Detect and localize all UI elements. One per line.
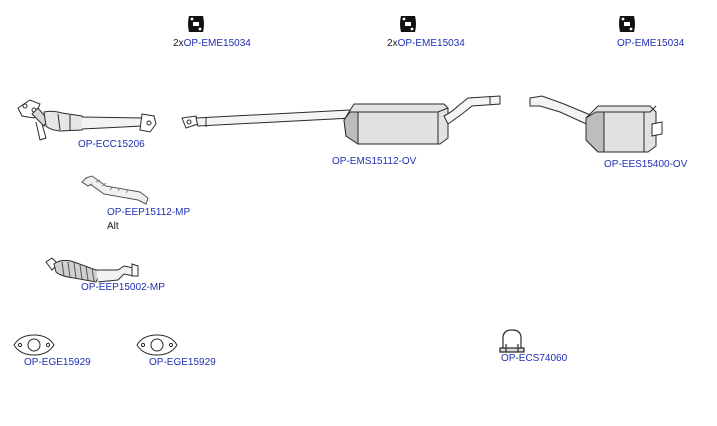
gasket-2-code-link[interactable]: OP-EGE15929 [149,357,216,368]
rear-silencer-code-link[interactable]: OP-EES15400-OV [604,159,688,170]
catalytic-converter-code-link[interactable]: OP-ECC15206 [78,139,145,150]
hanger-2-code-link[interactable]: OP-EME15034 [397,38,465,49]
catalytic-converter-icon[interactable] [17,99,157,141]
flex-pipe-icon[interactable] [45,257,139,283]
gasket-1-code-link[interactable]: OP-EGE15929 [24,357,91,368]
rear-silencer-icon[interactable] [529,95,663,153]
middle-silencer-label: OP-EMS15112-OV [332,156,416,168]
hanger-2-label: 2xOP-EME15034 [387,38,465,50]
middle-silencer-code-link[interactable]: OP-EMS15112-OV [332,156,417,167]
rubber-hanger-icon[interactable] [400,16,416,32]
middle-silencer-icon[interactable] [181,95,501,145]
gasket-1-label: OP-EGE15929 [24,357,91,369]
hanger-3-code-link[interactable]: OP-EME15034 [617,38,685,49]
hanger-1-qty: 2x [173,38,184,49]
clamp-code-link[interactable]: OP-ECS74060 [501,353,568,364]
front-pipe-mp-code-link[interactable]: OP-EEP15112-MP [107,207,191,218]
flex-pipe-code-link[interactable]: OP-EEP15002-MP [81,282,165,293]
front-pipe-mp-label: OP-EEP15112-MP [107,207,190,219]
flex-pipe-label: OP-EEP15002-MP [81,282,165,294]
gasket-icon[interactable] [13,334,55,356]
gasket-2-label: OP-EGE15929 [149,357,216,369]
hanger-1-label: 2xOP-EME15034 [173,38,251,50]
front-pipe-mp-note: Alt [107,221,119,232]
clamp-label: OP-ECS74060 [501,353,567,365]
rear-silencer-label: OP-EES15400-OV [604,159,687,171]
rubber-hanger-icon[interactable] [188,16,204,32]
rubber-hanger-icon[interactable] [619,16,635,32]
gasket-icon[interactable] [136,334,178,356]
catalytic-converter-label: OP-ECC15206 [78,139,145,151]
hanger-2-qty: 2x [387,38,398,49]
hanger-1-code-link[interactable]: OP-EME15034 [183,38,251,49]
front-pipe-icon[interactable] [81,175,149,205]
clamp-icon[interactable] [499,329,525,353]
hanger-3-label: OP-EME15034 [617,38,684,50]
